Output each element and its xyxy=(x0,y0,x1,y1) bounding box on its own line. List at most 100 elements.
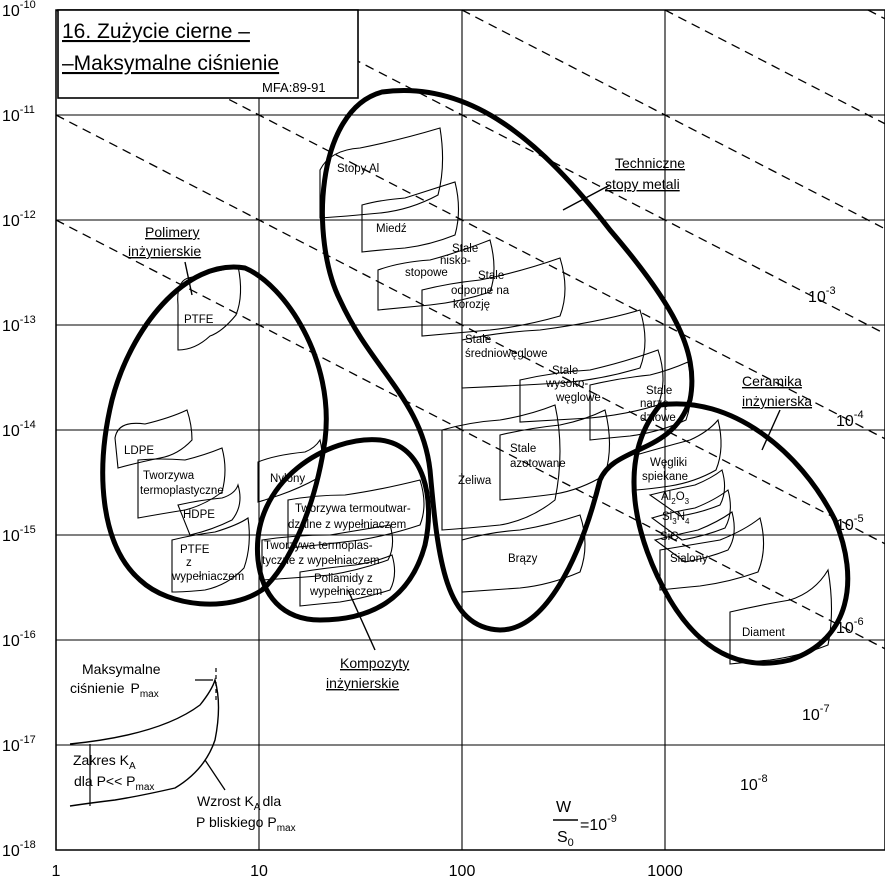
cell-cu xyxy=(361,181,460,253)
legend-envelope xyxy=(69,677,220,807)
material-label-ldpe: LDPE xyxy=(124,445,154,457)
family-label-composites-line1: Kompozyty xyxy=(340,655,409,671)
material-label-low-3: stopowe xyxy=(405,267,448,279)
cell-pa xyxy=(299,554,396,607)
material-label-thermo-1: Tworzywa xyxy=(143,470,195,482)
cell-low xyxy=(377,239,495,311)
family-labels: Polimery inżynierskie Techniczne stopy m… xyxy=(128,155,812,691)
y-tick-label-4: 10-14 xyxy=(2,419,36,440)
envelope-metals xyxy=(320,88,695,633)
material-label-tool-1: Stale xyxy=(646,385,672,397)
family-label-polymers-line1: Polimery xyxy=(145,224,199,240)
legend-range-line1: Zakres KA xyxy=(73,752,136,772)
material-label-br: Brązy xyxy=(508,553,538,565)
cell-wc xyxy=(635,418,722,491)
material-label-nit-1: Stale xyxy=(510,443,536,455)
material-label-pa-1: Poliamidy z xyxy=(314,573,373,585)
cell-hc xyxy=(519,349,664,423)
material-labels: PTFE LDPE Tworzywa termoplastyczne HDPE … xyxy=(124,163,786,639)
material-label-ptfe-f-3: wypełniaczem xyxy=(171,571,244,583)
cell-mc xyxy=(461,309,646,389)
legend-growth-pointer xyxy=(204,759,226,791)
leader-lines xyxy=(184,184,781,651)
guide-label-1e-4: 10-4 xyxy=(836,409,864,430)
material-label-hc-3: węglowe xyxy=(555,392,601,404)
material-label-wc-1: Węgliki xyxy=(650,457,687,469)
material-label-sialon: Sialony xyxy=(670,553,708,565)
envelope-ceramics xyxy=(631,401,851,666)
leader-ceramics xyxy=(761,409,781,451)
cell-nit xyxy=(499,409,610,501)
envelope-polymers xyxy=(100,264,329,607)
material-label-hdpe: HDPE xyxy=(183,509,215,521)
material-label-ss-2: odporne na xyxy=(451,285,510,297)
leader-polymers xyxy=(184,261,193,296)
family-label-ceramics-line2: inżynierska xyxy=(742,393,812,409)
cell-tset xyxy=(287,479,425,549)
material-label-cu: Miedź xyxy=(376,223,407,235)
material-label-nylon: Nylony xyxy=(270,473,305,485)
material-label-low-1: Stale xyxy=(452,243,478,255)
cell-thermo xyxy=(137,447,226,519)
y-tick-label-7: 10-17 xyxy=(2,734,36,755)
cell-ptfe-f xyxy=(171,517,250,593)
y-tick-label-5: 10-15 xyxy=(2,524,36,545)
family-label-metals-line2: stopy metali xyxy=(605,176,680,192)
material-label-si3n4: Si3N4 xyxy=(662,511,690,526)
guide-label-1e-5: 10-5 xyxy=(836,513,864,534)
material-label-ptfe: PTFE xyxy=(184,314,214,326)
material-label-tset-1: Tworzywa termoutwar- xyxy=(295,503,411,515)
material-label-tplf-2: tyczne z wypełniaczem xyxy=(262,555,380,567)
family-label-composites-line2: inżynierskie xyxy=(326,675,399,691)
title-line1: 16. Zużycie cierne – xyxy=(62,20,250,43)
formula-denominator: S0 xyxy=(557,829,574,849)
source-tag: MFA:89-91 xyxy=(262,80,326,95)
envelope-composites xyxy=(255,437,432,623)
guide-label-1e-3: 10-3 xyxy=(808,285,836,306)
cell-ptfe xyxy=(177,265,242,351)
cell-tplf xyxy=(261,524,394,581)
material-label-nit-2: azotowane xyxy=(510,458,566,470)
guide-label-1e-8: 10-8 xyxy=(740,773,768,794)
formula-numerator: W xyxy=(556,799,572,816)
y-tick-label-6: 10-16 xyxy=(2,629,36,650)
material-label-mc-2: średniowęglowe xyxy=(465,348,547,360)
x-tick-label-1: 10 xyxy=(250,863,268,880)
y-tick-label-0: 10-10 xyxy=(2,0,36,20)
cell-al xyxy=(319,127,444,219)
cell-sial xyxy=(659,517,765,591)
material-label-ss-1: Stale xyxy=(478,270,504,282)
guideline-6 xyxy=(258,9,885,335)
material-label-wc-2: spiekane xyxy=(642,471,688,483)
family-envelopes xyxy=(100,88,851,666)
material-label-thermo-2: termoplastyczne xyxy=(140,485,224,497)
leader-composites xyxy=(347,589,376,651)
title-block: 16. Zużycie cierne – –Maksymalne ciśnien… xyxy=(57,9,359,99)
guideline-4 xyxy=(664,9,885,125)
guideline-8 xyxy=(55,114,885,545)
family-label-polymers-line2: inżynierskie xyxy=(128,243,201,259)
cell-ss xyxy=(421,257,566,337)
material-label-hc-2: wysoko- xyxy=(545,378,588,390)
x-tick-label-2: 100 xyxy=(449,863,476,880)
material-label-low-2: nisko- xyxy=(440,255,471,267)
guide-label-1e-7: 10-7 xyxy=(802,703,830,724)
cell-alo xyxy=(648,469,726,517)
material-label-tool-3: dziowe xyxy=(640,412,676,424)
title-line2: –Maksymalne ciśnienie xyxy=(62,52,279,75)
guideline-9 xyxy=(55,219,885,650)
cell-hdpe xyxy=(177,483,241,536)
guide-label-formula: W S0 =10-9 xyxy=(553,799,617,849)
y-tick-label-1: 10-11 xyxy=(2,104,35,125)
y-tick-label-3: 10-13 xyxy=(2,314,36,335)
title-box xyxy=(57,9,359,99)
cell-sin xyxy=(650,489,731,541)
material-label-tplf-1: Tworzywa termoplas- xyxy=(264,540,373,552)
legend-growth-line2: P bliskiego Pmax xyxy=(196,814,296,834)
material-label-tool-2: narzę- xyxy=(640,398,673,410)
legend-range-line2: dla P<< Pmax xyxy=(74,773,154,793)
material-label-ptfe-f-2: z xyxy=(186,557,192,569)
cell-ci xyxy=(441,404,561,531)
